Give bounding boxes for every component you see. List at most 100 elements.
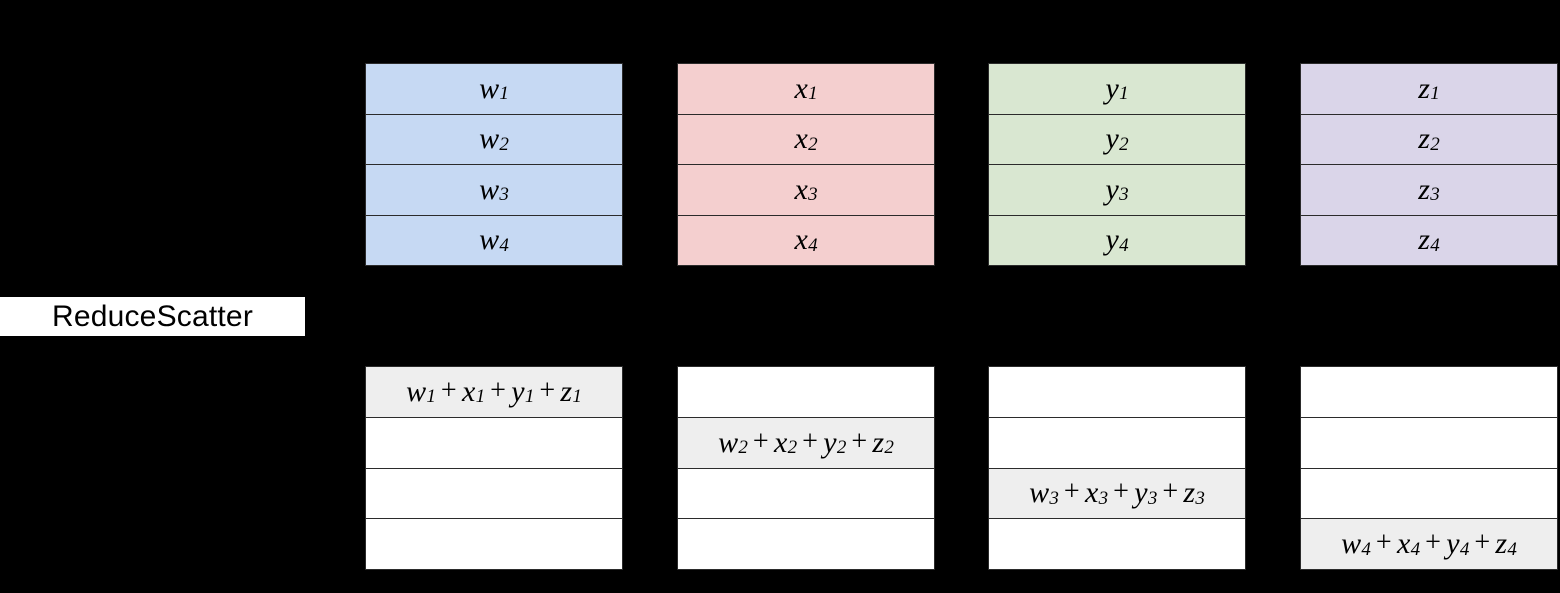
plus-operator: + — [851, 425, 868, 457]
plus-operator: + — [802, 425, 819, 457]
operation-label: ReduceScatter — [0, 297, 305, 336]
shard-symbol: w — [479, 71, 500, 105]
empty-cell — [365, 467, 623, 519]
shard-symbol: x — [794, 122, 809, 156]
shard-symbol: z — [1418, 172, 1431, 206]
shard-symbol: y — [1134, 476, 1148, 510]
empty-cell — [988, 518, 1246, 570]
shard-symbol: w — [479, 223, 500, 257]
shard-symbol: x — [794, 172, 809, 206]
subscript: 4 — [1119, 234, 1129, 256]
shard-symbol: w — [1341, 527, 1362, 561]
shard-symbol: y — [823, 425, 837, 459]
empty-cell — [1300, 416, 1558, 468]
shard-symbol: x — [1396, 527, 1411, 561]
shard-symbol: x — [773, 425, 788, 459]
plus-operator: + — [490, 374, 507, 406]
subscript: 1 — [524, 386, 535, 408]
shard-symbol: y — [1446, 527, 1460, 561]
shard-symbol: y — [1105, 172, 1120, 206]
shard-symbol: x — [461, 374, 476, 408]
empty-cell — [1300, 467, 1558, 519]
subscript: 1 — [426, 386, 436, 408]
subscript: 1 — [572, 386, 582, 408]
shard-symbol: z — [1418, 71, 1431, 105]
shard-symbol: y — [1105, 223, 1120, 257]
empty-cell — [677, 467, 935, 519]
plus-operator: + — [1375, 527, 1392, 559]
empty-cell — [677, 518, 935, 570]
subscript: 1 — [499, 83, 509, 105]
plus-operator: + — [440, 374, 457, 406]
empty-cell — [1300, 366, 1558, 417]
subscript: 3 — [1098, 487, 1109, 509]
subscript: 1 — [1119, 83, 1129, 105]
shard-symbol: x — [794, 223, 809, 257]
plus-operator: + — [1113, 476, 1130, 508]
subscript: 3 — [1430, 184, 1440, 206]
subscript: 4 — [1507, 538, 1517, 560]
subscript: 1 — [808, 83, 818, 105]
shard-symbol: x — [794, 71, 809, 105]
subscript: 3 — [1119, 184, 1129, 206]
subscript: 2 — [1119, 133, 1129, 155]
empty-cell — [988, 366, 1246, 417]
plus-operator: + — [1474, 527, 1491, 559]
shard-symbol: z — [560, 374, 573, 408]
subscript: 2 — [787, 437, 798, 459]
shard-symbol: z — [1183, 476, 1196, 510]
subscript: 3 — [1049, 487, 1059, 509]
subscript: 4 — [1361, 538, 1371, 560]
shard-symbol: z — [1495, 527, 1508, 561]
empty-cell — [677, 366, 935, 417]
shard-symbol: x — [1084, 476, 1099, 510]
plus-operator: + — [1425, 527, 1442, 559]
subscript: 2 — [499, 133, 509, 155]
empty-cell — [988, 416, 1246, 468]
shard-symbol: w — [479, 172, 500, 206]
subscript: 4 — [499, 234, 509, 256]
subscript: 4 — [1430, 234, 1440, 256]
subscript: 1 — [1430, 83, 1440, 105]
subscript: 3 — [499, 184, 509, 206]
plus-operator: + — [1162, 476, 1179, 508]
subscript: 2 — [808, 133, 818, 155]
shard-symbol: w — [718, 425, 739, 459]
subscript: 2 — [884, 437, 894, 459]
subscript: 4 — [808, 234, 818, 256]
subscript: 4 — [1459, 538, 1470, 560]
subscript: 2 — [738, 437, 748, 459]
subscript: 2 — [1430, 133, 1440, 155]
shard-symbol: y — [1105, 71, 1120, 105]
subscript: 3 — [1147, 487, 1158, 509]
subscript: 4 — [1410, 538, 1421, 560]
shard-symbol: z — [872, 425, 885, 459]
shard-symbol: z — [1418, 223, 1431, 257]
plus-operator: + — [1063, 476, 1080, 508]
subscript: 2 — [836, 437, 847, 459]
